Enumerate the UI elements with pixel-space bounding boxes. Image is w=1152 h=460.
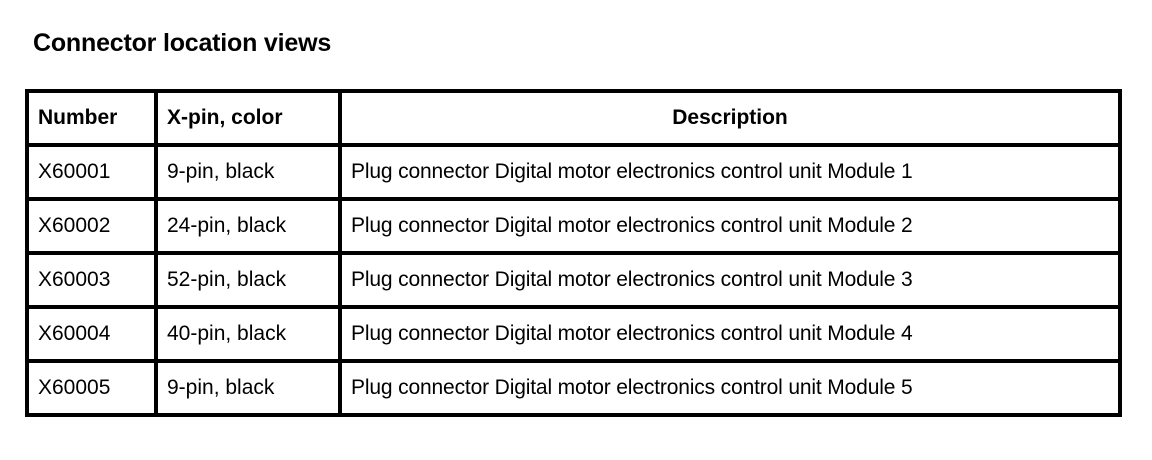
cell-number: X60004: [25, 305, 158, 363]
cell-description: Plug connector Digital motor electronics…: [338, 143, 1122, 201]
cell-xpin: 24-pin, black: [154, 197, 342, 255]
cell-xpin: 9-pin, black: [154, 143, 342, 201]
table-row: X60002 24-pin, black Plug connector Digi…: [25, 197, 1122, 255]
column-header-xpin: X-pin, color: [154, 89, 342, 147]
cell-number: X60002: [25, 197, 158, 255]
page-title: Connector location views: [33, 28, 332, 57]
table-row: X60003 52-pin, black Plug connector Digi…: [25, 251, 1122, 309]
cell-xpin: 40-pin, black: [154, 305, 342, 363]
cell-xpin: 9-pin, black: [154, 359, 342, 417]
cell-number: X60001: [25, 143, 158, 201]
table-row: X60005 9-pin, black Plug connector Digit…: [25, 359, 1122, 417]
cell-description: Plug connector Digital motor electronics…: [338, 251, 1122, 309]
cell-description: Plug connector Digital motor electronics…: [338, 197, 1122, 255]
table-header: Number X-pin, color Description: [25, 89, 1122, 147]
table-row: X60004 40-pin, black Plug connector Digi…: [25, 305, 1122, 363]
cell-description: Plug connector Digital motor electronics…: [338, 305, 1122, 363]
cell-number: X60003: [25, 251, 158, 309]
table-row: X60001 9-pin, black Plug connector Digit…: [25, 143, 1122, 201]
cell-xpin: 52-pin, black: [154, 251, 342, 309]
connector-location-table: Number X-pin, color Description X60001 9…: [25, 89, 1122, 417]
table-header-row: Number X-pin, color Description: [25, 89, 1122, 147]
column-header-description: Description: [338, 89, 1122, 147]
cell-number: X60005: [25, 359, 158, 417]
table-body: X60001 9-pin, black Plug connector Digit…: [25, 143, 1122, 417]
connector-table-container: Number X-pin, color Description X60001 9…: [25, 89, 1122, 417]
column-header-number: Number: [25, 89, 158, 147]
cell-description: Plug connector Digital motor electronics…: [338, 359, 1122, 417]
